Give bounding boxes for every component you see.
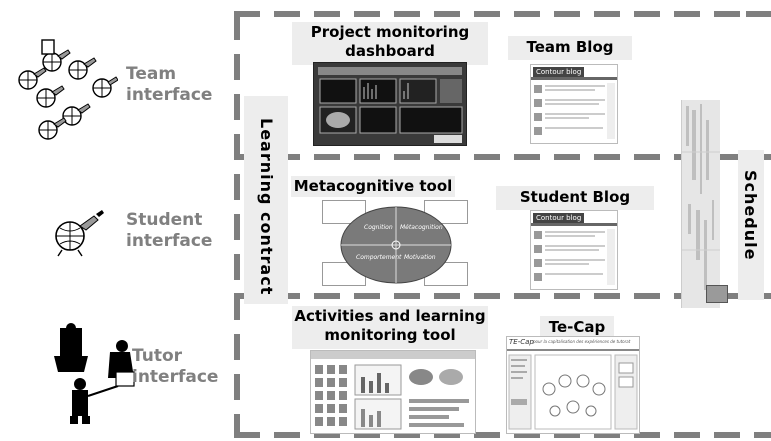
team-blog-title: Team Blog [508,36,632,60]
student-globe-icon [55,210,104,257]
metacognitive-diagram: Cognition Métacognition Comportement Mot… [300,196,486,292]
tutor-interface-label: Tutor interface [132,346,219,387]
schedule-gantt-graphic [682,104,720,290]
student-blog-logo: Contour blog [533,213,585,223]
activities-title: Activities and learning monitoring tool [292,306,488,349]
metacognitive-title: Metacognitive tool [291,176,455,197]
quadrant-cognition: Cognition [364,224,393,231]
tecap-tagline: pour la capitalisation des expériences d… [533,339,631,344]
team-globes-icon [18,39,118,140]
student-blog-thumbnail: Contour blog [530,210,618,290]
quadrant-comportement: Comportement [356,254,402,261]
team-blog-thumbnail: Contour blog [530,64,618,144]
project-dashboard-title: Project monitoring dashboard [292,22,488,65]
team-blog-logo: Contour blog [533,67,585,77]
project-dashboard-thumbnail [313,62,467,146]
tecap-subtitle: TE-Cap [509,338,534,346]
schedule-label: Schedule [741,170,760,261]
learning-contract-label: Learning contract [257,118,276,296]
schedule-handle [706,285,728,303]
student-interface-label: Student interface [126,210,213,251]
metacognitive-ellipse [340,206,452,284]
activities-thumbnail [310,350,476,434]
tutor-figures-icon [54,323,135,424]
schedule-tab [738,150,764,300]
quadrant-metacognition: Métacognition [400,224,443,231]
schedule-column [681,100,720,308]
quadrant-motivation: Motivation [404,254,436,261]
team-interface-label: Team interface [126,64,213,105]
student-blog-title: Student Blog [496,186,654,210]
tecap-thumbnail: TE-Cap pour la capitalisation des expéri… [506,336,640,434]
learning-contract-column [244,96,288,304]
